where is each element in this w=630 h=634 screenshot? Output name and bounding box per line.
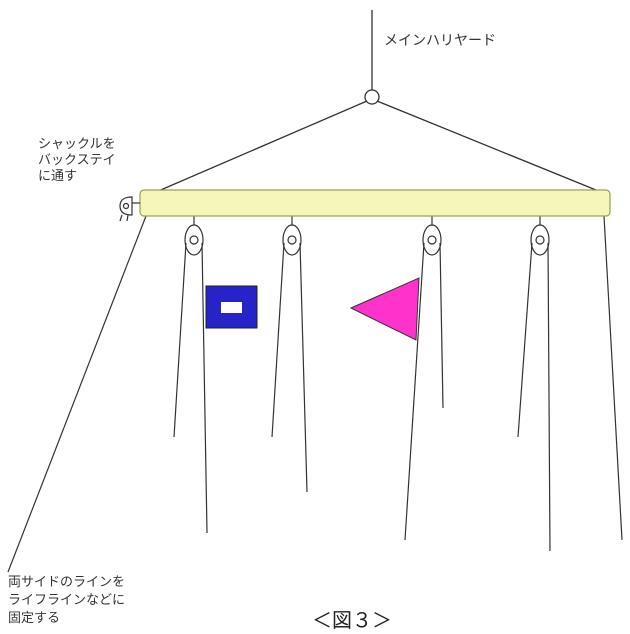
figure-caption: ＜図３＞ — [312, 608, 392, 632]
main-halyard-label: メインハリヤード — [384, 33, 496, 49]
bridle-left-line — [155, 100, 368, 193]
side-line-left — [7, 215, 147, 573]
line-4a — [517, 242, 533, 438]
shackle-label-line-2: バックステイ — [38, 153, 116, 168]
square-flag — [205, 285, 258, 329]
line-1a — [173, 242, 187, 438]
line-3b — [439, 242, 444, 409]
side-lines-label-line-2: ライフラインなどに — [8, 593, 126, 608]
pulley-2 — [282, 216, 302, 256]
shackle-label-line-3: に通す — [38, 169, 78, 184]
pole-bar — [139, 189, 611, 217]
pulley-3 — [422, 216, 442, 256]
line-4b — [547, 242, 551, 552]
line-2b — [299, 242, 308, 493]
halyard-ring — [364, 89, 380, 105]
line-2a — [271, 242, 285, 438]
side-line-right — [603, 215, 623, 541]
shackle-icon — [119, 196, 140, 222]
pulley-1 — [184, 216, 204, 256]
line-3a — [404, 242, 425, 541]
hanging-lines — [7, 215, 623, 573]
pulley-4 — [530, 216, 550, 256]
line-1b — [201, 242, 208, 534]
triangle-flag — [349, 277, 420, 341]
side-lines-label-line-3: 固定する — [8, 611, 61, 626]
side-lines-label-line-1: 両サイドのラインを — [8, 575, 126, 590]
shackle-label-line-1: シャックルを — [38, 137, 116, 152]
bridle-right-line — [376, 100, 597, 191]
